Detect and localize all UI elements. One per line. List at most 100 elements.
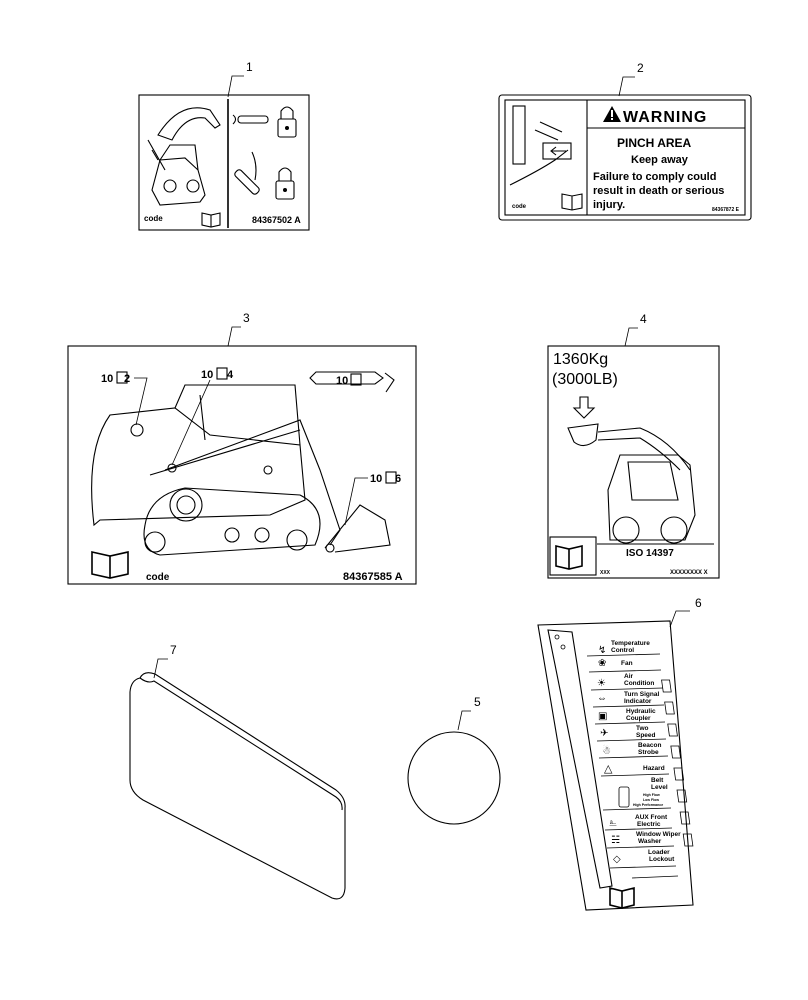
svg-text:Turn Signal: Turn Signal: [624, 691, 659, 698]
item-aux-front-electric: ⎁ AUX Front Electric: [604, 814, 673, 831]
item-belt-level: Belt Level High Flow Low Flow High Perfo…: [602, 777, 672, 811]
hazard-icon: △: [604, 763, 613, 775]
svg-text:Control: Control: [611, 647, 634, 654]
svg-text:10: 10: [370, 473, 382, 485]
svg-text:4: 4: [227, 369, 234, 381]
svg-text:Washer: Washer: [638, 838, 662, 845]
decal-2-inner: [504, 99, 746, 216]
part-7-pad[interactable]: 7: [129, 643, 346, 900]
svg-text:Electric: Electric: [637, 821, 661, 828]
decal-2-code: code: [512, 204, 527, 210]
svg-text:Low Flow: Low Flow: [643, 798, 659, 802]
item-two-speed: ✈ Two Speed: [596, 725, 667, 742]
fan-icon: ❀: [598, 658, 606, 669]
svg-text:6: 6: [395, 473, 401, 485]
leader-7: [153, 658, 168, 679]
warning-body-line-2: result in death or serious: [593, 185, 724, 197]
grease-label-2: 10 4: [171, 367, 234, 466]
callout-6: 6: [695, 596, 702, 610]
decal-3[interactable]: 3 10 2 10 4 10 10 6: [67, 311, 417, 585]
grease-label-4: 10 6: [344, 471, 401, 526]
manual-icon: [201, 212, 221, 228]
flow-switch-icon: [618, 786, 630, 808]
callout-7: 7: [170, 643, 177, 657]
grease-label-1: 10 2: [101, 371, 148, 426]
leader-1: [227, 75, 244, 98]
warning-triangle-icon: [603, 106, 621, 122]
leader-2: [618, 76, 635, 97]
decal-3-manual-icon: [91, 551, 129, 579]
iso-standard: ISO 14397: [626, 548, 674, 559]
loader-capacity-illustration: [597, 427, 696, 544]
pinch-hand-icon: [509, 105, 572, 186]
loader-lockout-icon: ◇: [613, 854, 621, 865]
key-icon: [232, 114, 269, 125]
svg-text:High Flow: High Flow: [643, 793, 660, 797]
decal-1-code: code: [144, 214, 163, 223]
loader-icon: [147, 107, 221, 206]
decal-4[interactable]: 4 1360Kg (3000LB) ISO 14397 XXX XXXXXXXX…: [547, 312, 720, 579]
callout-5: 5: [474, 695, 481, 709]
svg-text:Air: Air: [624, 673, 634, 680]
svg-text:AUX Front: AUX Front: [635, 814, 668, 821]
svg-text:Hydraulic: Hydraulic: [626, 708, 656, 715]
pad-outer: [129, 672, 346, 900]
load-arrow-icon: [567, 396, 599, 447]
decal-1[interactable]: 1: [138, 60, 310, 231]
svg-text:2: 2: [124, 373, 130, 385]
part-5-circular-decal[interactable]: 5: [407, 695, 501, 825]
air-condition-icon: ☀: [597, 678, 606, 689]
decal-6-border: [537, 620, 694, 911]
item-hazard: △ Hazard: [600, 763, 670, 777]
item-beacon-strobe: ☃ Beacon Strobe: [598, 742, 669, 759]
svg-text:Loader: Loader: [648, 849, 670, 856]
decal-4-manual-icon: [555, 544, 583, 570]
item-fan: ❀ Fan: [588, 658, 662, 673]
aux-electric-icon: ⎁: [609, 818, 617, 829]
callout-3: 3: [243, 311, 250, 325]
svg-text:Strobe: Strobe: [638, 749, 659, 756]
svg-text:Belt: Belt: [651, 777, 664, 784]
item-air-condition: ☀ Air Condition: [590, 673, 664, 691]
wiper-icon: ☵: [611, 835, 620, 846]
svg-text:High Performance: High Performance: [633, 803, 663, 807]
decal-3-code: code: [146, 572, 170, 583]
turn-signal-icon: ⇔: [597, 693, 607, 704]
decal-6-strip-windows: [661, 679, 694, 847]
decal-6-manual-icon: [609, 886, 635, 909]
decal-6[interactable]: 6 ↯ Temperature Control ❀ Fan: [537, 596, 702, 911]
lock-icon: [277, 106, 297, 138]
item-temperature-control: ↯ Temperature Control: [586, 640, 661, 657]
warning-title: WARNING: [623, 109, 707, 126]
callout-4: 4: [640, 312, 647, 326]
warning-body-line-1: Failure to comply could: [593, 171, 716, 183]
svg-text:Temperature: Temperature: [611, 640, 650, 647]
decal-1-border: [138, 94, 310, 231]
callout-2: 2: [637, 61, 644, 75]
decal-2-part-number: 84367872 E: [712, 207, 740, 213]
decal-1-part-number: 84367502 A: [252, 215, 301, 225]
svg-text:Coupler: Coupler: [626, 715, 651, 722]
svg-text:Condition: Condition: [624, 680, 654, 687]
decal-2[interactable]: 2 WARNING PINCH AREA Keep away Failure t…: [498, 61, 752, 221]
svg-text:Window Wiper: Window Wiper: [636, 831, 681, 838]
svg-text:10: 10: [201, 369, 213, 381]
svg-text:Level: Level: [651, 784, 668, 791]
decal-2-border: [498, 94, 752, 221]
svg-text:Speed: Speed: [636, 732, 656, 739]
decal-4-code-right: XXXXXXXX X: [670, 570, 708, 576]
decal-3-border: [67, 345, 417, 585]
item-loader-lockout: ◇ Loader Lockout: [609, 849, 679, 879]
warning-body-line-3: injury.: [593, 199, 625, 211]
hydraulic-coupler-icon: ▣: [598, 711, 607, 722]
item-turn-signal: ⇔ Turn Signal Indicator: [592, 691, 665, 708]
svg-text:10: 10: [101, 373, 113, 385]
track-loader-illustration: [91, 384, 391, 556]
pinch-area-title: PINCH AREA: [617, 136, 692, 150]
leader-4: [624, 327, 638, 347]
two-speed-icon: ✈: [600, 728, 608, 739]
decal-4-code-left: XXX: [600, 570, 611, 576]
svg-text:Two: Two: [636, 725, 649, 732]
callout-1: 1: [246, 60, 253, 74]
